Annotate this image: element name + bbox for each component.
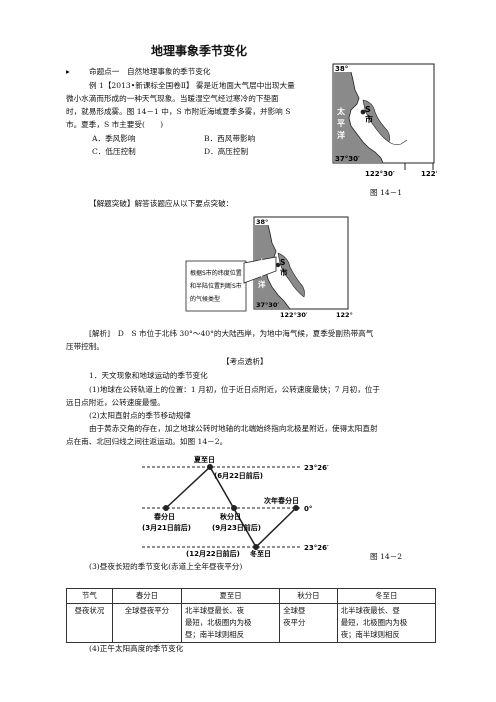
table-cell-winter: 北半球夜最长、昼 最短，北极圈内为极 夜；南半球则相反 [336,603,437,643]
figure-2-caption: 图 14－2 [370,552,403,561]
table-cell-line: 夜；南半球则相反 [340,630,400,639]
map2-callout-line: 根据S市的纬度位置 [190,269,242,277]
map-figure-2: 根据S市的纬度位置 和半陆位置判断S市 的气候类型 38° 37°30′ 122… [185,216,353,319]
table-row: 昼夜状况 全球昼夜平分 北半球昼最长、夜 最短，北极圈内为极 昼；南半球则相反 … [66,603,437,643]
table-header-row: 节气 春分日 夏至日 秋分日 冬至日 [66,588,437,604]
map2-city-suffix: 市 [280,267,288,277]
map2-lon-left: 122°30′ [280,311,308,319]
map2-city-label: S [280,258,285,267]
autumn-equinox-label: 秋分日 [220,512,241,521]
analysis-line: 压带控制。 [66,342,104,351]
map1-lat-top: 38° [335,65,348,73]
section-heading: 【考点透析】 [222,357,268,366]
summer-solstice-date: (6月22日前后) [214,471,263,480]
table-header-cell: 夏至日 [180,588,281,604]
item4-title: (4)正午太阳高度的季节变化 [89,644,184,653]
table-cell-line: 全球昼 [283,606,306,615]
map1-lat-bottom: 37°30′ [335,155,360,163]
item2-title: (2)太阳直射点的季节移动规律 [89,411,191,420]
item2-line: 点在南、北回归线之间往返运动。如图 14－2。 [66,437,228,446]
table-cell-autumn: 全球昼 夜平分 [279,603,338,643]
autumn-equinox-date: (9月23日前后) [212,523,261,532]
item1-line: 远日点附近，公转速度最慢。 [66,398,165,407]
figure-1-caption: 图 14－1 [370,188,403,197]
map1-city-suffix: 市 [365,114,373,124]
option-d: D．高压控制 [204,147,249,156]
map2-ocean-char: 洋 [258,279,266,289]
example-line: 微小水滴而形成的一种天气现象。当暖湿空气经过寒冷的下垫面 [66,94,279,103]
item1-line: (1)地球在公转轨道上的位置：1 月初，位于近日点附近，公转速度最快；7 月初，… [89,385,381,394]
table-cell-summer: 北半球昼最长、夜 最短，北极圈内为极 昼；南半球则相反 [180,603,281,643]
map-figure-1: 38° 37°30′ 122°30′ 122° S 市 太 平 洋 [332,63,437,178]
day-night-table: 节气 春分日 夏至日 秋分日 冬至日 昼夜状况 全球昼夜平分 北半球昼最长、夜 … [66,588,437,643]
spring-equinox-label: 春分日 [153,512,175,521]
summer-solstice-label: 夏至日 [193,455,215,464]
option-b: B．西风带影响 [204,134,256,143]
map2-ocean-char: 太 [258,257,266,267]
section-1-title: 1．天文现象和地球运动的季节变化 [89,371,208,380]
lat-south-label: 23°26′ [304,544,329,552]
table-cell-line: 最短，北极圈内为极 [184,618,252,627]
table-cell-spring: 全球昼夜平分 [111,603,182,643]
option-c: C．低压控制 [92,147,136,156]
item2-line: 由于黄赤交角的存在，加之地球公转时地轴的北端始终指向北极星附近，使得太阳直射 [89,424,378,433]
next-spring-label: 次年春分日 [264,496,299,505]
breakthrough-heading: 【解题突破】解答该题应从以下要点突破： [89,199,234,208]
map2-callout-line: 和半陆位置判断S市 [190,282,242,290]
item3-title: (3)昼夜长短的季节变化(赤道上全年昼夜平分) [89,562,243,571]
table-row-label: 昼夜状况 [66,603,113,643]
map1-ocean-char: 洋 [337,130,345,140]
map1-city-label: S [365,105,371,114]
analysis-line: [解析] D S 市位于北纬 30°～40°的大陆西岸，为地中海气候，夏季受副热… [89,329,374,338]
point-heading: 命题点一 自然地理事象的季节变化 [89,67,211,76]
map2-callout-line: 的气候类型 [190,295,220,303]
bullet-icon: ▸ [66,67,70,76]
table-cell-line: 昼；南半球则相反 [184,630,245,639]
winter-solstice-date: (12月22日前后) [186,549,240,558]
spring-equinox-date: (3月21日前后) [142,523,191,532]
table-cell-line: 北半球夜最长、昼 [340,606,400,615]
map1-lon-left: 122°30′ [365,170,395,178]
example-line: 例 1【2013•新课标全国卷Ⅱ】 雾是近地面大气层中出现大量 [89,81,295,90]
map2-lat-bottom: 37°30′ [256,301,279,309]
subsolar-point-diagram: 夏至日 (6月22日前后) 春分日 (3月21日前后) 秋分日 (9月23日前后… [142,455,329,558]
map2-lat-top: 38° [256,218,268,226]
table-header-cell: 秋分日 [279,588,338,604]
map1-ocean-char: 平 [337,119,345,128]
table-header-cell: 节气 [66,588,113,604]
winter-solstice-label: 冬至日 [250,549,271,558]
table-header-cell: 春分日 [111,588,182,604]
table-cell-line: 最短，北极圈内为极 [340,618,408,627]
page-title: 地理事象季节变化 [151,44,248,58]
map2-ocean-char: 平 [258,269,266,278]
map1-lon-right: 122° [421,170,437,178]
table-cell-line: 北半球昼最长、夜 [184,606,245,615]
lat-north-label: 23°26′ [304,464,329,472]
example-line: 市。夏季，S 市主要受( ) [66,120,164,129]
map2-lon-right: 122° [336,311,353,319]
map1-ocean-char: 太 [336,106,346,116]
option-a: A．季风影响 [92,134,136,143]
example-line: 时，就易形成雾。图 14－1 中，S 市附近海域夏季多雾，并影响 S [66,107,291,116]
lat-equator-label: 0° [304,505,312,513]
table-cell-line: 夜平分 [283,618,306,627]
table-header-cell: 冬至日 [336,588,437,604]
